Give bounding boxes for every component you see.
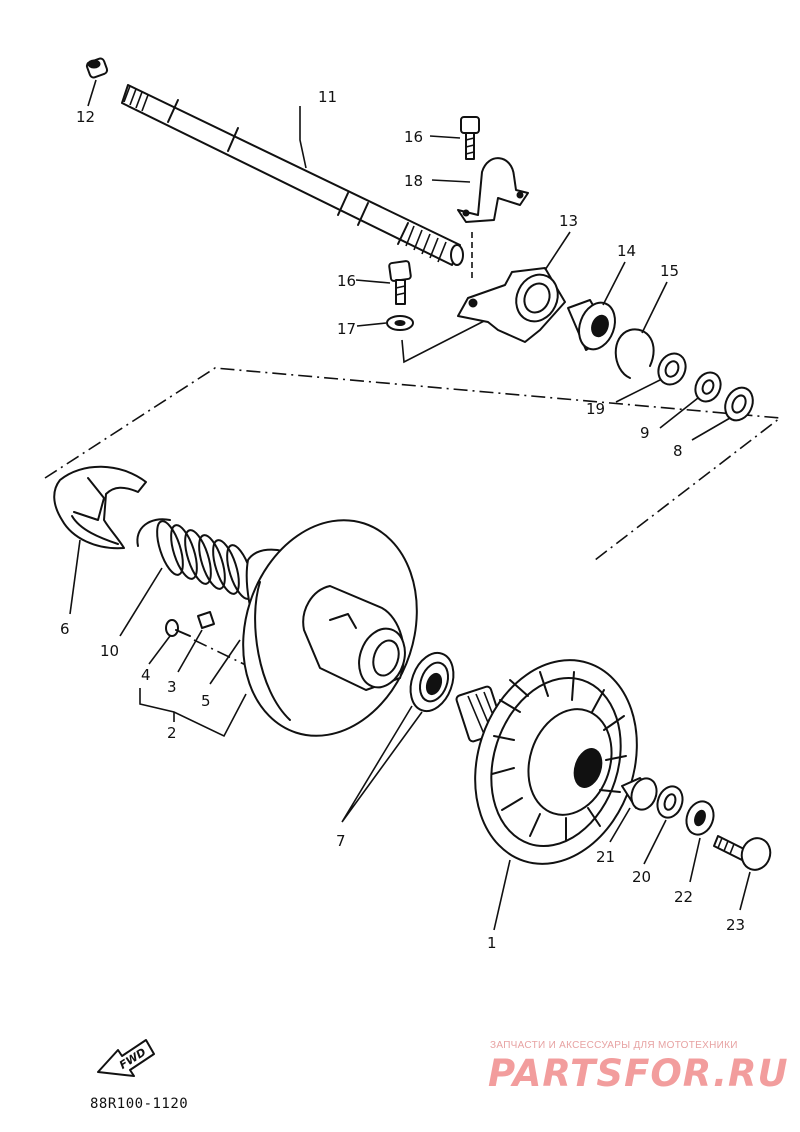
washer-part-17 — [386, 315, 414, 331]
assembly-guide-lines — [401, 232, 491, 364]
small-part-3 — [197, 611, 215, 629]
label-part-1: 1 — [487, 934, 497, 952]
cap-part — [85, 57, 109, 79]
label-part-13: 13 — [559, 212, 578, 230]
forward-arrow-icon: FWD — [97, 1039, 155, 1077]
label-part-16-lower: 16 — [337, 272, 356, 290]
label-part-14: 14 — [617, 242, 636, 260]
bracket-part — [457, 157, 529, 223]
leader-lines — [69, 79, 751, 931]
label-part-22: 22 — [674, 888, 693, 906]
assembly-boundary — [44, 367, 783, 561]
label-part-20: 20 — [632, 868, 651, 886]
label-part-11: 11 — [318, 88, 337, 106]
watermark-tagline: ЗАПЧАСТИ И АКСЕССУАРЫ ДЛЯ МОТОТЕХНИКИ — [490, 1040, 738, 1051]
label-part-2: 2 — [167, 724, 177, 742]
label-part-12: 12 — [76, 108, 95, 126]
watermark-logo: PARTSFOR.RU — [488, 1052, 789, 1095]
cam-part — [53, 465, 147, 550]
bearing-housing-part — [457, 267, 566, 343]
label-part-23: 23 — [726, 916, 745, 934]
part-labels: 11 12 16 18 13 14 15 16 17 19 9 8 6 10 4… — [60, 88, 745, 952]
label-part-8: 8 — [673, 442, 683, 460]
washer-part-22 — [685, 800, 715, 836]
bolt-part-23 — [713, 835, 772, 871]
circlip-part — [614, 328, 655, 379]
label-part-21: 21 — [596, 848, 615, 866]
bearing-part — [567, 299, 616, 351]
spring-part — [136, 518, 254, 600]
label-part-17: 17 — [337, 320, 356, 338]
label-part-9: 9 — [640, 424, 650, 442]
label-part-16-upper: 16 — [404, 128, 423, 146]
parts-guide-line — [193, 639, 253, 669]
primary-sheave-part — [242, 519, 418, 737]
diagram-code: 88R100-1120 — [90, 1096, 189, 1112]
label-part-18: 18 — [404, 172, 423, 190]
label-part-15: 15 — [660, 262, 679, 280]
washer-part-9 — [694, 371, 722, 403]
label-part-4: 4 — [141, 666, 151, 684]
sliding-sheave-part — [455, 659, 638, 865]
small-part-4 — [165, 619, 191, 637]
label-part-3: 3 — [167, 678, 177, 696]
label-part-10: 10 — [100, 642, 119, 660]
collar-part — [621, 777, 658, 811]
label-part-5: 5 — [201, 692, 211, 710]
label-part-19: 19 — [586, 400, 605, 418]
bushing-part — [409, 651, 455, 713]
washer-part-8 — [724, 386, 754, 422]
bolt-part-upper — [460, 116, 480, 160]
washer-part-20 — [656, 785, 684, 819]
bolt-part-lower — [388, 260, 412, 305]
label-part-6: 6 — [60, 620, 70, 638]
shaft-part — [121, 84, 464, 266]
label-part-7: 7 — [336, 832, 346, 850]
washer-part-19 — [657, 352, 687, 386]
